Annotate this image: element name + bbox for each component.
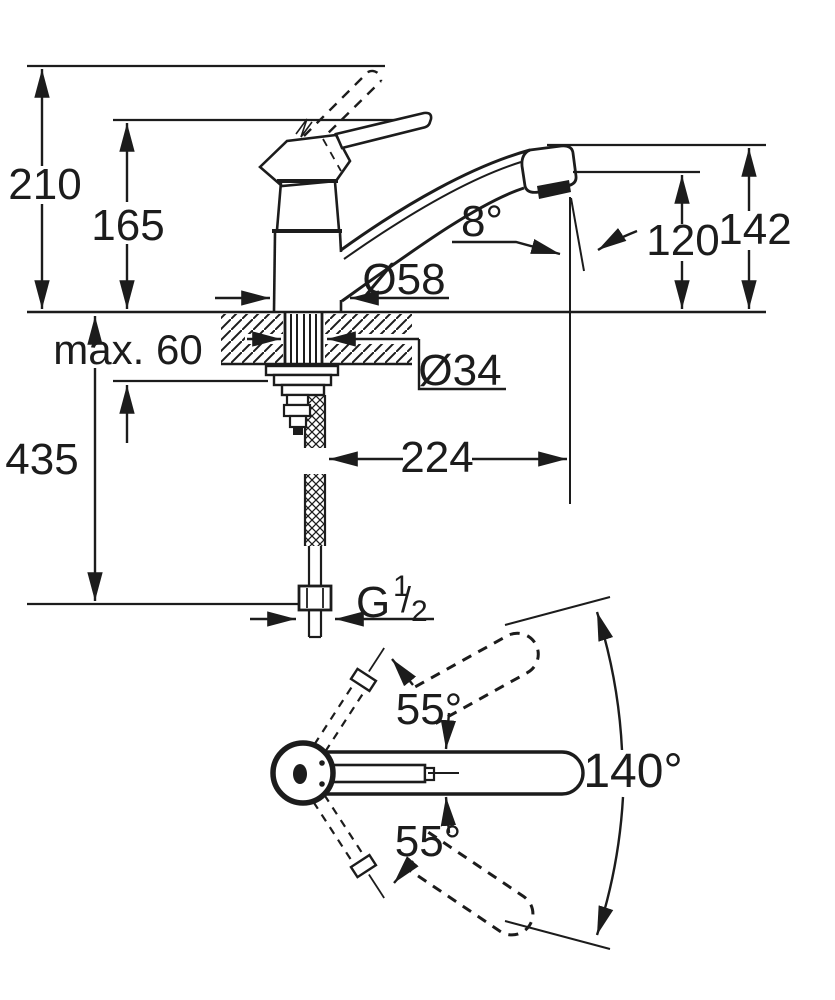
label-below-counter: 435 bbox=[5, 435, 78, 484]
faucet-side-view bbox=[258, 69, 585, 639]
labels: 210 165 max. 60 435 Ø58 Ø34 8° 120 142 2… bbox=[5, 160, 791, 866]
dim-55u-arm-arrow bbox=[440, 712, 457, 750]
faucet-body bbox=[272, 179, 343, 312]
faucet-top-view bbox=[270, 596, 625, 950]
lever-solid bbox=[334, 111, 433, 150]
spout-inner-tube bbox=[331, 763, 427, 784]
dim-140-ext-bottom bbox=[504, 920, 611, 950]
dim-55l-arm-arrow bbox=[440, 796, 457, 834]
dim-55u-lever-arrow bbox=[391, 658, 417, 687]
hose-fitting-step1 bbox=[285, 393, 310, 407]
spout-swivel-lower-dashed bbox=[403, 830, 535, 937]
label-outlet-height: 120 bbox=[646, 216, 719, 265]
outlet-angle-line bbox=[570, 197, 585, 272]
handle-body bbox=[258, 133, 352, 188]
base-center-mark bbox=[293, 764, 307, 784]
spout-aerator bbox=[537, 180, 571, 199]
dim-140-ext-top bbox=[504, 596, 611, 626]
spout-swivel-upper-dashed bbox=[414, 631, 540, 725]
hose-fitting-step3 bbox=[288, 414, 308, 429]
dimensions-side-view bbox=[34, 69, 757, 627]
dim-140-arc-bottom bbox=[595, 796, 625, 936]
label-base-diameter: Ø58 bbox=[362, 255, 445, 304]
hose-fitting-step2 bbox=[282, 403, 312, 418]
supply-hose bbox=[282, 393, 333, 639]
label-shank-diameter: Ø34 bbox=[418, 346, 501, 395]
lever-raised-dashed bbox=[295, 69, 383, 146]
mounting-shank bbox=[283, 313, 324, 366]
dim-8deg-right-leader bbox=[597, 227, 638, 252]
hose-fitting-tip bbox=[293, 427, 303, 435]
dimensions-top-view bbox=[391, 596, 625, 950]
lever-position-lower bbox=[312, 794, 385, 899]
dim-140-arc-top bbox=[595, 611, 624, 751]
reference-lines bbox=[27, 64, 766, 606]
label-spout-height: 142 bbox=[718, 205, 791, 254]
label-swivel-lower: 55° bbox=[395, 817, 462, 866]
handle-inner-dashed bbox=[322, 138, 342, 172]
label-thread-size: G 1 / 2 bbox=[356, 570, 428, 628]
dim-8deg-left-leader bbox=[452, 239, 561, 256]
mounting-flange bbox=[264, 364, 340, 397]
spout bbox=[340, 144, 578, 303]
label-swivel-total: 140° bbox=[583, 745, 682, 798]
spout-arm-top-view bbox=[318, 750, 585, 796]
label-total-height: 210 bbox=[8, 160, 81, 209]
hose-end-nut bbox=[297, 584, 333, 612]
base-dot-1 bbox=[319, 760, 325, 766]
label-counter-thickness: max. 60 bbox=[53, 326, 202, 373]
label-swivel-upper: 55° bbox=[396, 685, 463, 734]
base-dot-2 bbox=[319, 781, 325, 787]
dim-55l-lever-arrow bbox=[393, 856, 419, 884]
dim-34-leader bbox=[417, 339, 506, 391]
lever-position-upper bbox=[313, 647, 385, 753]
label-outlet-angle: 8° bbox=[461, 197, 503, 246]
label-spout-reach: 224 bbox=[400, 433, 473, 482]
label-body-height: 165 bbox=[91, 201, 164, 250]
